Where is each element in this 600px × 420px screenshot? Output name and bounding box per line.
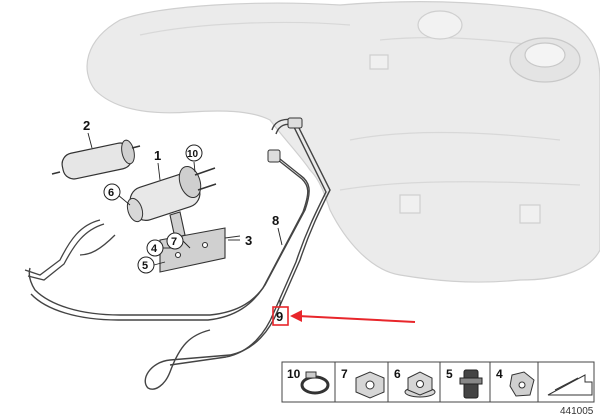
callout-6: 6 xyxy=(108,187,114,199)
callout-7-badge: 7 xyxy=(166,232,184,250)
legend-item-7-label: 7 xyxy=(341,367,348,381)
fuel-tank xyxy=(86,1,600,283)
callout-4: 4 xyxy=(151,243,158,255)
clip-icon xyxy=(459,369,483,399)
hardware-legend: 10 7 6 5 4 xyxy=(281,361,595,403)
fuel-filter-1 xyxy=(126,165,217,223)
quick-connector-top xyxy=(267,117,303,163)
legend-item-10-label: 10 xyxy=(287,367,301,381)
callout-9: 9 xyxy=(276,309,283,324)
callout-9-highlight: 9 xyxy=(272,306,289,326)
spacer-arrow-icon xyxy=(547,374,593,396)
callout-5: 5 xyxy=(142,260,148,272)
hose-clamp-icon xyxy=(300,371,330,395)
leader-lines xyxy=(87,132,283,307)
callout-1: 1 xyxy=(154,148,161,163)
callout-7: 7 xyxy=(171,236,177,248)
callout-5-badge: 5 xyxy=(137,256,155,274)
hex-nut-icon xyxy=(355,371,385,399)
fuel-line-left xyxy=(24,219,116,281)
spare-filter-2 xyxy=(51,139,141,180)
legend-item-6-label: 6 xyxy=(394,367,401,381)
callout-10-badge: 10 xyxy=(185,144,203,162)
legend-item-5-label: 5 xyxy=(446,367,453,381)
callout-2: 2 xyxy=(83,118,90,133)
fuel-line-9 xyxy=(144,118,331,390)
callout-3: 3 xyxy=(245,233,252,248)
callout-8: 8 xyxy=(272,213,279,228)
callout-6-badge: 6 xyxy=(103,183,121,201)
fuel-line-8 xyxy=(28,154,310,321)
grommet-icon xyxy=(509,371,535,397)
legend-item-4-label: 4 xyxy=(496,367,503,381)
callout-10: 10 xyxy=(187,149,199,160)
document-number: 441005 xyxy=(560,406,594,417)
callout-4-badge: 4 xyxy=(146,239,164,257)
red-arrow xyxy=(290,310,416,323)
flange-nut-icon xyxy=(404,371,436,398)
